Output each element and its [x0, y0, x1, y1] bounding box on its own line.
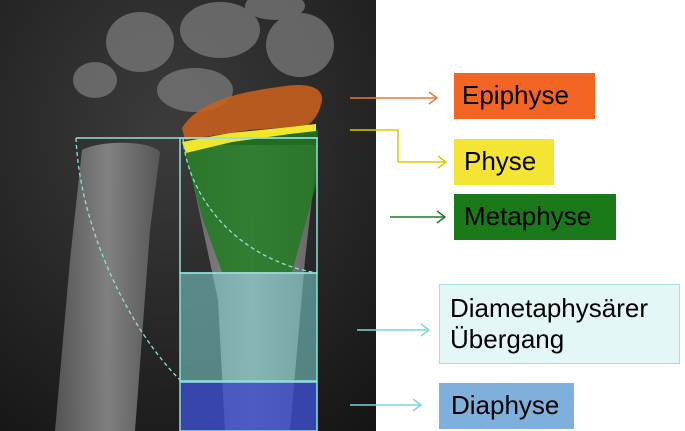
ulna-bone	[55, 142, 160, 431]
arrow-diaphyse	[350, 398, 423, 412]
label-diametaphysaer: Diametaphysärer Übergang	[439, 284, 680, 364]
arrow-metaphyse	[390, 210, 447, 224]
label-physe-text: Physe	[464, 146, 537, 177]
region-outlines	[76, 137, 318, 431]
label-metaphyse-text: Metaphyse	[464, 201, 592, 232]
arrow-epiphyse	[350, 91, 439, 105]
label-metaphyse: Metaphyse	[454, 194, 616, 240]
label-epiphyse-text: Epiphyse	[462, 80, 569, 111]
epiphyse-region	[182, 84, 323, 140]
arrow-physe	[350, 129, 448, 169]
metaphyse-region	[183, 130, 318, 272]
label-diametaphysaer-line1: Diametaphysärer	[450, 292, 648, 323]
wrist-xray-image	[0, 0, 376, 431]
measurement-arcs	[75, 137, 318, 381]
label-physe: Physe	[454, 139, 554, 185]
label-diametaphysaer-line2: Übergang	[450, 324, 565, 354]
diametaphysaer-region	[180, 273, 317, 381]
label-diaphyse: Diaphyse	[439, 383, 574, 429]
label-diaphyse-text: Diaphyse	[451, 390, 560, 421]
arrow-diametaphysaer	[357, 323, 431, 337]
diaphyse-region	[180, 382, 317, 431]
label-epiphyse: Epiphyse	[454, 73, 595, 119]
carpal-bones	[73, 0, 334, 112]
